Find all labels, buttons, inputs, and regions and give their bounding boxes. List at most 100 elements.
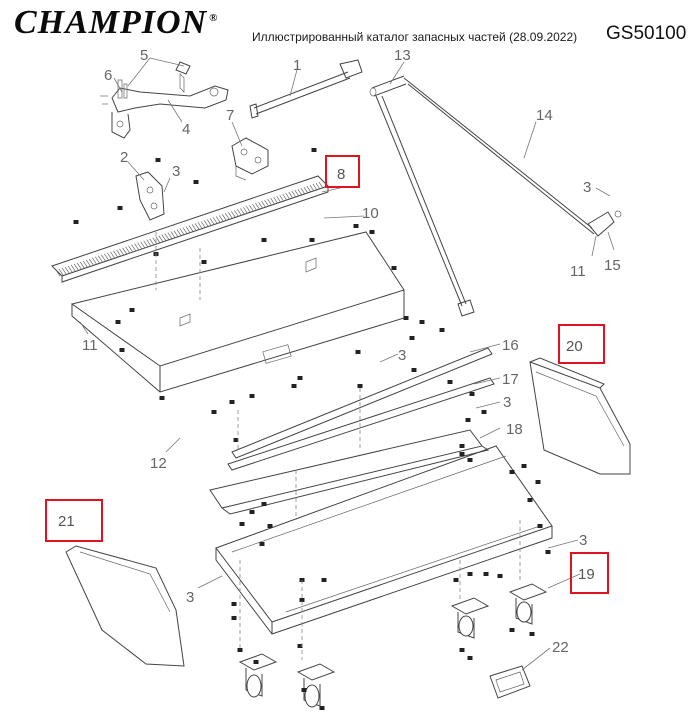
comb-tooth	[288, 191, 294, 199]
bolt-fastener	[459, 444, 465, 448]
bolt-fastener	[267, 524, 273, 528]
comb-tooth	[218, 215, 224, 222]
bolt-fastener	[261, 502, 267, 506]
bolt-fastener	[261, 238, 267, 242]
comb-tooth	[67, 265, 73, 273]
bolt-fastener	[391, 266, 397, 270]
bolt-fastener	[297, 376, 303, 380]
comb-tooth	[119, 248, 124, 255]
callout-3-e: 3	[186, 589, 194, 606]
rod-part-1	[249, 59, 363, 119]
comb-tooth	[270, 197, 275, 205]
bolt-fastener	[249, 394, 255, 398]
callout-19: 19	[578, 566, 595, 583]
callout-5: 5	[140, 47, 148, 64]
comb-tooth	[79, 261, 85, 269]
comb-tooth	[315, 182, 321, 190]
callout-8: 8	[337, 166, 345, 183]
bolt-fastener	[159, 396, 165, 400]
bolt-fastener	[229, 400, 235, 404]
strip-part-17	[227, 377, 495, 471]
callout-15: 15	[604, 257, 621, 274]
comb-tooth	[179, 228, 185, 235]
comb-tooth	[191, 224, 197, 231]
pad-part-22	[489, 665, 531, 699]
comb-tooth	[206, 219, 212, 226]
bolt-fastener	[259, 542, 265, 546]
brand-name: CHAMPION	[14, 4, 208, 41]
comb-tooth	[161, 234, 167, 241]
comb-tooth	[276, 195, 281, 203]
comb-tooth	[188, 225, 194, 232]
comb-tooth	[300, 187, 306, 195]
comb-tooth	[113, 250, 118, 257]
bolt-fastener	[521, 464, 527, 468]
comb-tooth	[146, 239, 151, 246]
highlight-box-part-19	[570, 552, 609, 594]
comb-tooth	[249, 205, 254, 212]
callout-7: 7	[226, 107, 234, 124]
comb-tooth	[303, 186, 309, 194]
comb-tooth	[125, 246, 130, 253]
bolt-fastener	[535, 480, 541, 484]
bolt-fastener	[73, 220, 79, 224]
comb-tooth	[158, 235, 164, 242]
bolt-fastener	[253, 660, 259, 664]
fasteners-group	[73, 148, 551, 710]
bolt-fastener	[299, 598, 305, 602]
comb-tooth	[215, 216, 221, 223]
bolt-fastener	[509, 470, 515, 474]
bolt-fastener	[545, 550, 551, 554]
callout-22: 22	[552, 639, 569, 656]
comb-tooth	[224, 213, 230, 220]
callout-11-b: 11	[570, 263, 586, 280]
bolt-fastener	[319, 706, 325, 710]
comb-tooth	[134, 243, 139, 250]
callout-20: 20	[566, 338, 583, 355]
bolt-fastener	[509, 628, 515, 632]
callout-3-d: 3	[579, 532, 587, 549]
bolt-fastener	[301, 688, 307, 692]
callout-3-a: 3	[172, 163, 180, 180]
model-code: GS50100	[606, 23, 687, 44]
comb-tooth	[318, 181, 324, 189]
comb-tooth	[264, 200, 269, 207]
comb-tooth	[267, 199, 272, 206]
bolt-fastener	[483, 572, 489, 576]
comb-tooth	[252, 204, 257, 211]
comb-tooth	[122, 247, 127, 254]
comb-tooth	[279, 194, 284, 202]
comb-tooth	[246, 206, 251, 213]
comb-tooth	[197, 222, 203, 229]
bolt-fastener	[155, 158, 161, 162]
bolt-fastener	[119, 348, 125, 352]
lower-frame-tray	[215, 445, 553, 635]
upper-shield-body	[70, 231, 405, 393]
callout-6: 6	[104, 67, 112, 84]
leader-lines	[79, 57, 615, 671]
side-panel-part-21	[65, 545, 185, 667]
callout-10: 10	[362, 205, 379, 222]
callout-12: 12	[150, 455, 167, 472]
bolt-fastener	[467, 572, 473, 576]
bolt-fastener	[447, 380, 453, 384]
bracket-part-2	[135, 171, 165, 221]
comb-tooth	[155, 236, 161, 243]
callout-2: 2	[120, 149, 128, 166]
comb-tooth	[85, 259, 91, 267]
comb-tooth	[240, 208, 245, 215]
bolt-fastener	[439, 328, 445, 332]
bolt-fastener	[321, 578, 327, 582]
handle-part-14	[369, 75, 622, 317]
bolt-fastener	[311, 148, 317, 152]
catalog-title: Иллюстрированный каталог запасных частей…	[252, 30, 578, 44]
comb-tooth	[131, 244, 136, 251]
comb-tooth	[128, 245, 133, 252]
bolt-fastener	[309, 238, 315, 242]
caster-wheel-rear-left	[450, 597, 490, 639]
comb-tooth	[173, 230, 179, 237]
comb-tooth	[228, 212, 233, 219]
bolt-fastener	[465, 418, 471, 422]
callout-labels: 1 2 3 3 3 3 3 3 4 5 6 7 8 10 11 11 12 13…	[58, 47, 621, 656]
